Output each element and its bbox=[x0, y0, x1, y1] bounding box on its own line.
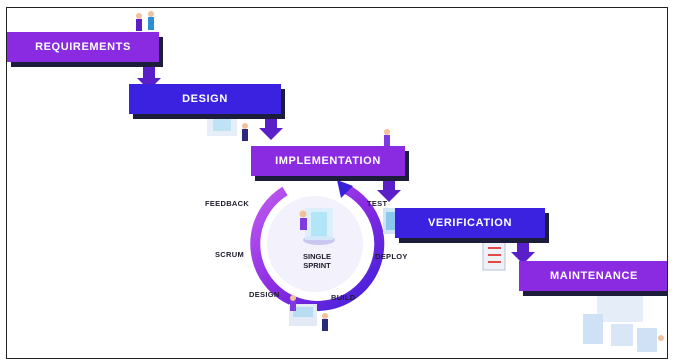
step-verification: VERIFICATION bbox=[395, 208, 545, 238]
checklist-verification-illustration bbox=[482, 239, 506, 271]
cycle-label-feedback: FEEDBACK bbox=[205, 199, 250, 208]
cycle-label-design: DESIGN bbox=[249, 290, 280, 299]
person-build-illustration bbox=[289, 295, 328, 331]
person-implementation-illustration bbox=[384, 129, 390, 148]
arrow-verif-to-maint-head bbox=[511, 252, 535, 264]
cycle-label-deploy: DEPLOY bbox=[375, 252, 408, 261]
cycle-arc bbox=[250, 183, 385, 311]
person-requirements-illustration bbox=[136, 11, 154, 31]
sprint-figure-illustration bbox=[299, 208, 335, 245]
person-design-illustration bbox=[207, 116, 248, 141]
cycle-arrow-head bbox=[337, 180, 353, 198]
step-maintenance-label: MAINTENANCE bbox=[550, 270, 638, 282]
diagram-graphics bbox=[136, 11, 664, 352]
sprint-center-line1: SINGLE bbox=[303, 252, 331, 261]
cycle-label-scrum: SCRUM bbox=[215, 250, 244, 259]
step-implementation-label: IMPLEMENTATION bbox=[275, 155, 381, 167]
cycle-label-test: TEST bbox=[367, 199, 388, 208]
sprint-center-line2: SPRINT bbox=[303, 261, 331, 270]
step-design-label: DESIGN bbox=[182, 93, 228, 105]
arrow-impl-to-verif-head bbox=[377, 190, 401, 202]
step-design: DESIGN bbox=[129, 84, 281, 114]
step-implementation: IMPLEMENTATION bbox=[251, 146, 405, 176]
step-requirements-label: REQUIREMENTS bbox=[35, 41, 131, 53]
servers-maintenance-illustration bbox=[583, 292, 664, 352]
cycle-label-build: BUILD bbox=[331, 293, 356, 302]
diagram-frame: REQUIREMENTS DESIGN IMPLEMENTATION VERIF… bbox=[6, 7, 668, 359]
step-verification-label: VERIFICATION bbox=[428, 217, 512, 229]
arrow-design-to-impl-head bbox=[259, 128, 283, 140]
step-maintenance: MAINTENANCE bbox=[519, 261, 667, 291]
sprint-center-label: SINGLE SPRINT bbox=[287, 252, 347, 270]
step-requirements: REQUIREMENTS bbox=[7, 32, 159, 62]
